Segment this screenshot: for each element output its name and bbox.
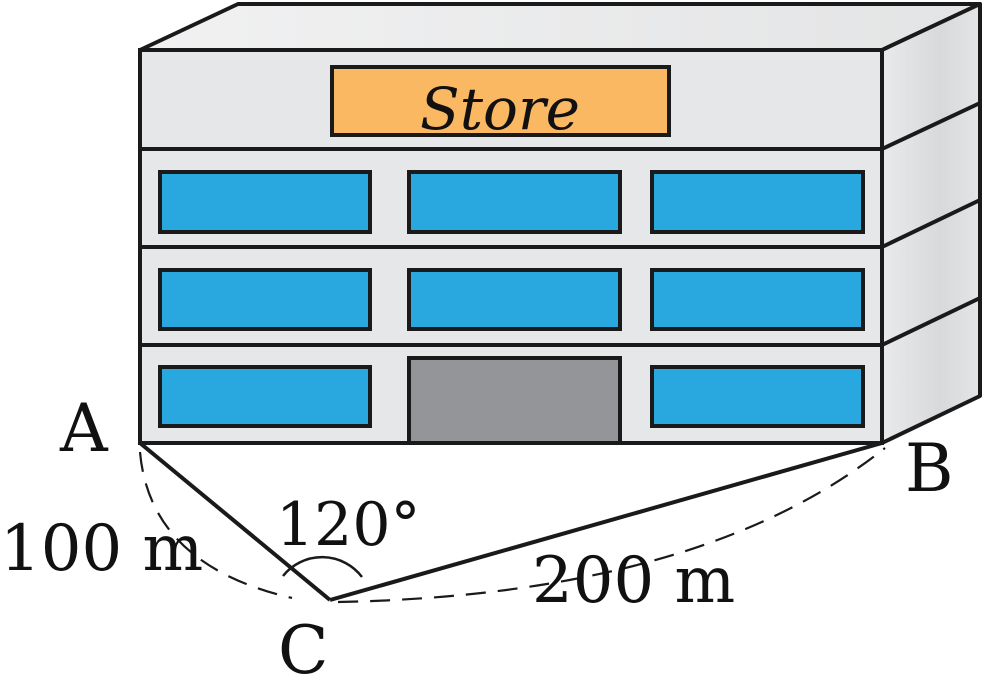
- angle-label: 120°: [276, 490, 421, 560]
- side-floor-line: [881, 296, 981, 347]
- window: [650, 365, 865, 428]
- window: [650, 170, 865, 234]
- window: [158, 365, 372, 428]
- window: [158, 268, 372, 331]
- triangle-lines: [138, 441, 886, 604]
- window: [158, 170, 372, 234]
- window: [407, 268, 622, 331]
- side-floor-line: [881, 101, 981, 151]
- dimension-arc-cb: [337, 447, 886, 604]
- segment-cb: [329, 441, 883, 602]
- window: [650, 268, 865, 331]
- building-roof: [138, 2, 982, 52]
- point-label-b: B: [905, 430, 954, 507]
- side-floor-line: [881, 198, 981, 249]
- window: [407, 170, 622, 234]
- point-label-c: C: [278, 612, 329, 689]
- store-sign: [330, 65, 671, 137]
- building: Store: [138, 2, 982, 445]
- dimension-arc-ac: [138, 451, 293, 600]
- store-sign-text: Store: [420, 75, 580, 143]
- angle-arc: [282, 555, 363, 578]
- segment-ac: [138, 441, 332, 602]
- distance-label-ac: 100 m: [0, 512, 203, 586]
- distance-label-cb: 200 m: [532, 544, 735, 618]
- point-label-a: A: [59, 390, 109, 467]
- door: [407, 356, 622, 445]
